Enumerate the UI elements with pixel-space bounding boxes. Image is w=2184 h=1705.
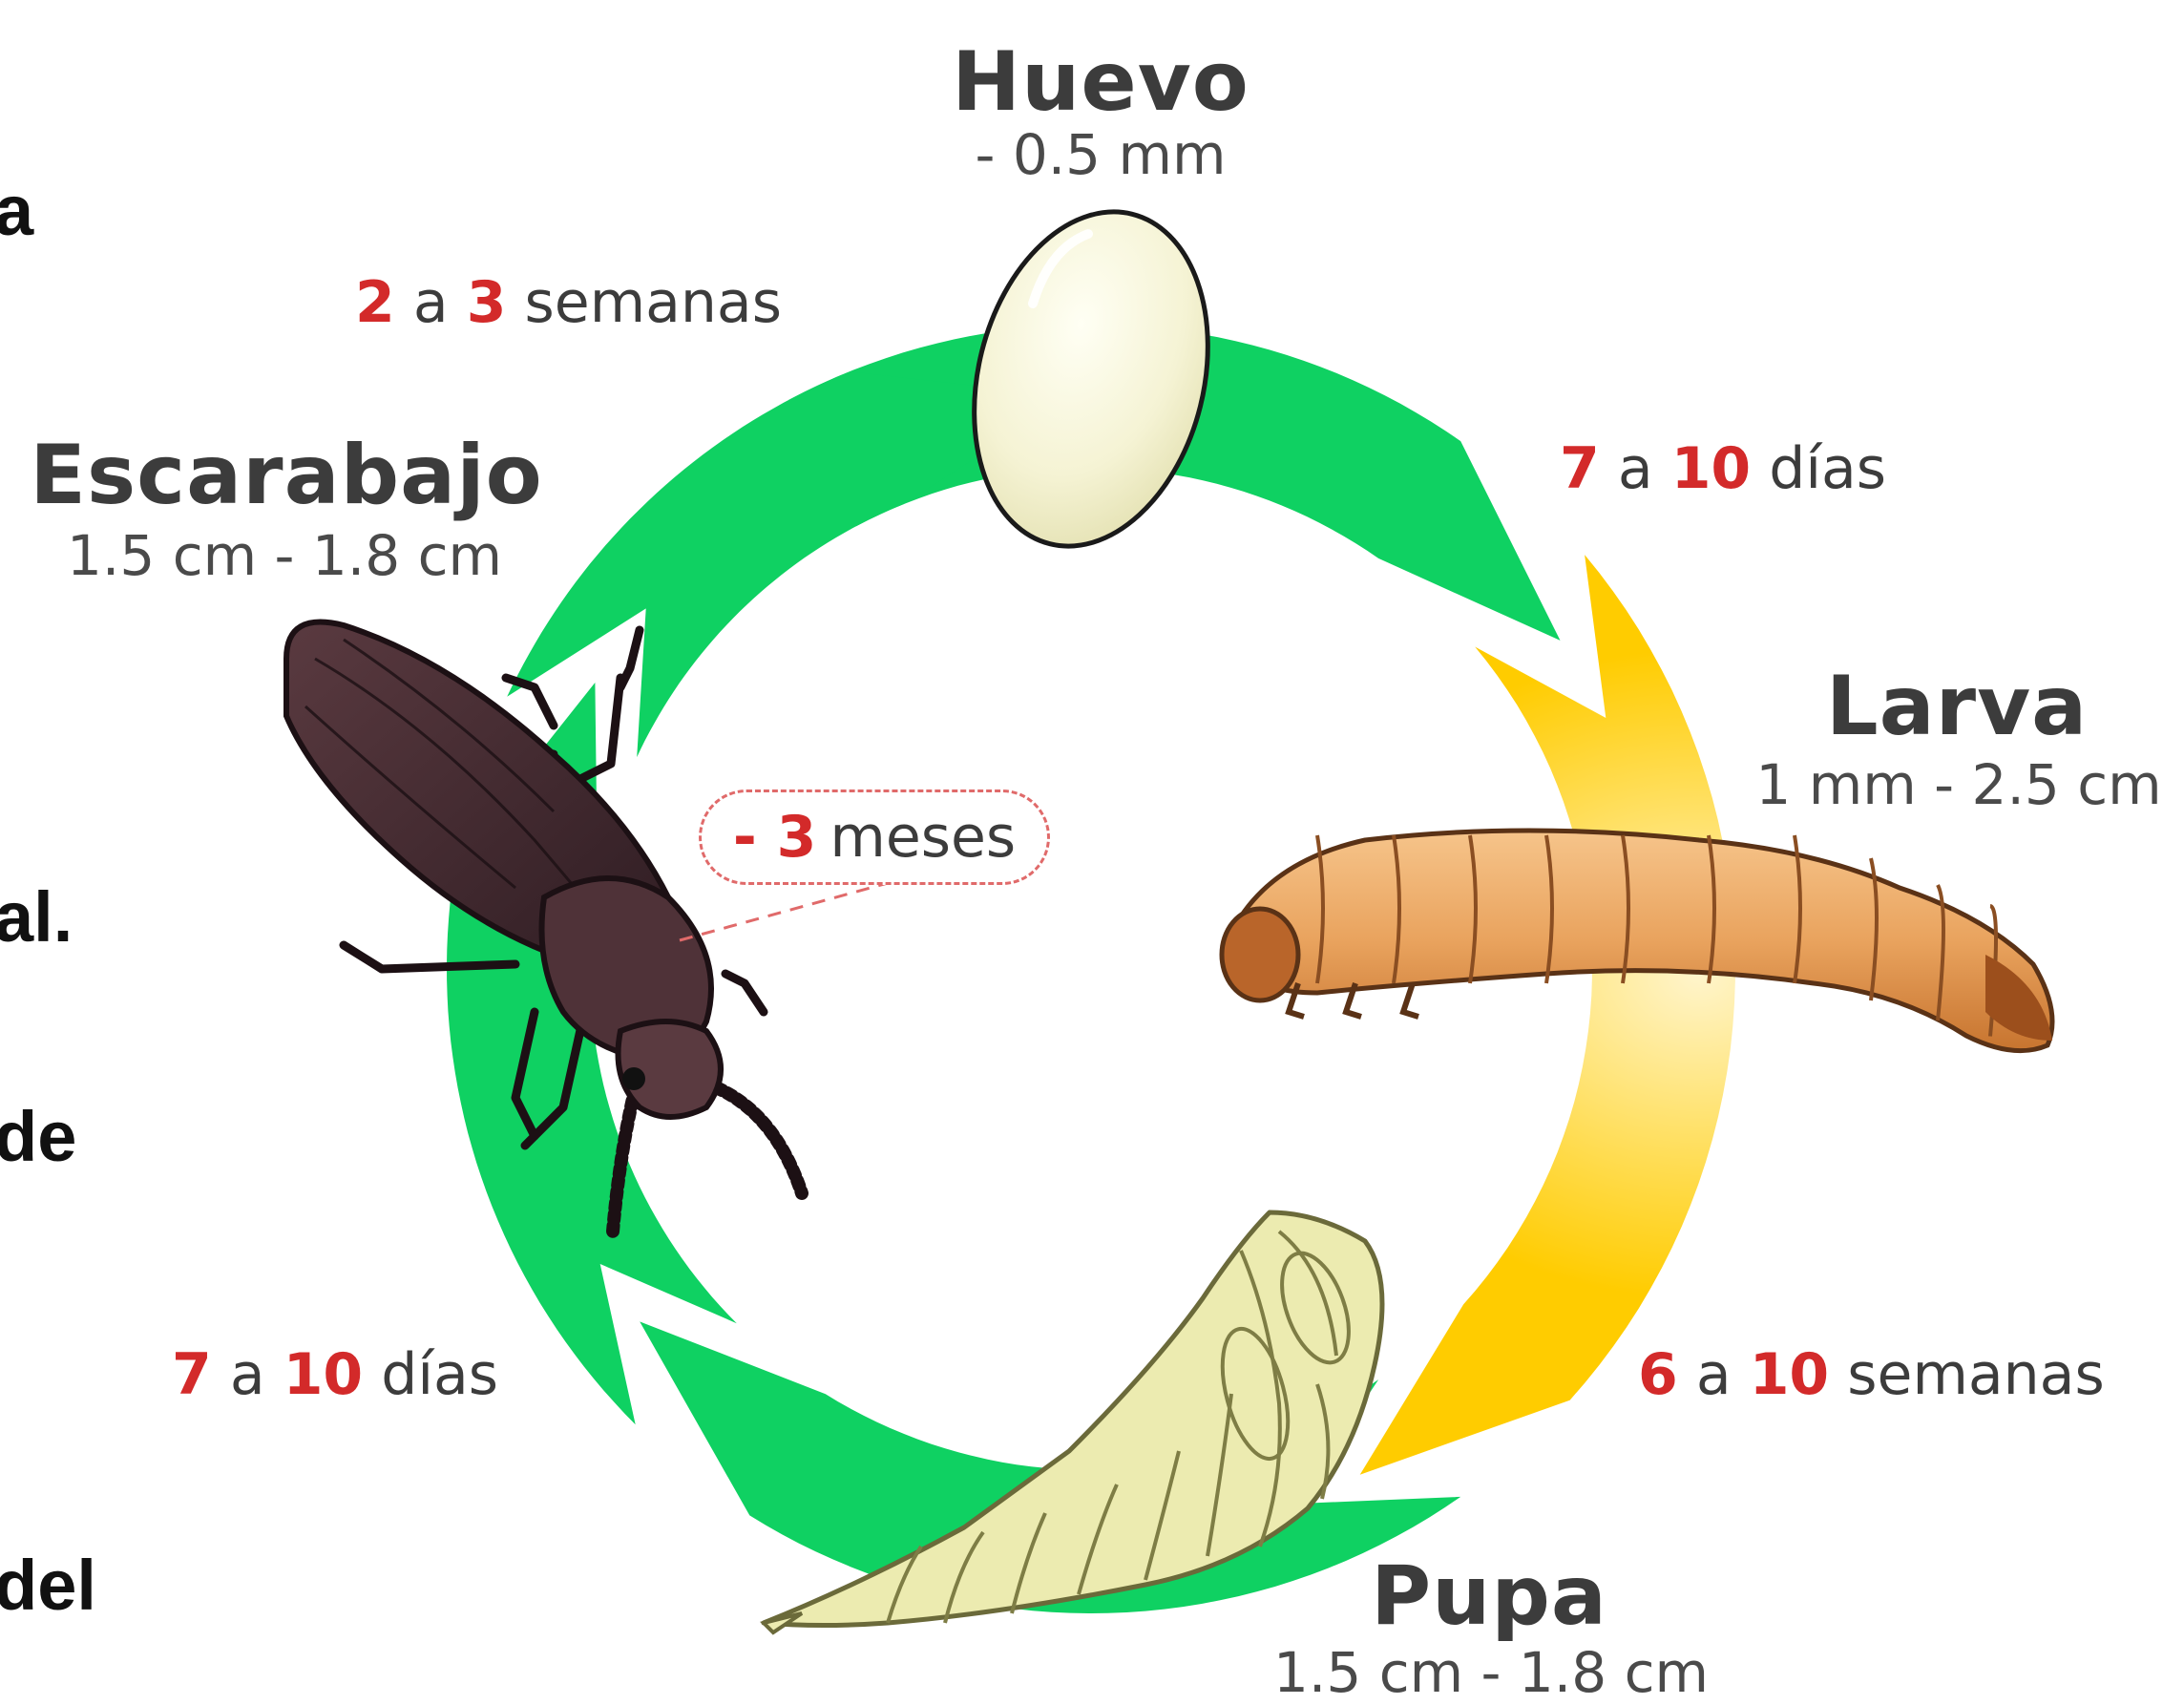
larva-segment-line <box>1936 884 1945 1021</box>
larva-leg <box>1342 982 1362 1020</box>
duration-to: 10 <box>283 1341 364 1408</box>
pupa-illustration <box>760 1210 1385 1635</box>
duration-sep: a <box>1695 1341 1732 1408</box>
larva-segment-line <box>1621 834 1630 984</box>
stage-name-larva: Larva <box>1825 659 2089 754</box>
duration-to: 10 <box>1670 435 1752 502</box>
duration-from: 7 <box>172 1341 212 1408</box>
duration-unit: semanas <box>524 269 782 336</box>
duration-to: 10 <box>1749 1341 1830 1408</box>
stage-size-beetle: 1.5 cm - 1.8 cm <box>67 523 502 588</box>
cropped-text-2: al. <box>0 877 74 957</box>
cropped-text-4: del <box>0 1546 96 1625</box>
stage-size-larva: 1 mm - 2.5 cm <box>1755 752 2162 817</box>
duration-from: 2 <box>355 269 395 336</box>
larva-leg <box>1399 982 1419 1020</box>
larva-segment-line <box>1315 834 1325 984</box>
larva-segment-line <box>1392 834 1401 984</box>
lifespan-number: - 3 <box>732 804 817 871</box>
larva-segment-line <box>1707 834 1716 984</box>
larva-segment-line <box>1793 834 1802 984</box>
stage-name-egg: Huevo <box>952 34 1250 130</box>
larva-segment-line <box>1468 834 1478 984</box>
stage-size-pupa: 1.5 cm - 1.8 cm <box>1273 1640 1709 1705</box>
duration-from: 7 <box>1560 435 1600 502</box>
duration-unit: días <box>1769 435 1887 502</box>
stage-name-beetle: Escarabajo <box>30 428 543 523</box>
duration-beetle-to-egg: 2 a 3 semanas <box>355 269 782 336</box>
larva-segment-line <box>1544 834 1554 984</box>
duration-to: 3 <box>466 269 507 336</box>
duration-sep: a <box>229 1341 265 1408</box>
larva-leg <box>1285 982 1305 1020</box>
arrow-beetle-to-egg <box>507 371 1072 758</box>
duration-unit: días <box>381 1341 499 1408</box>
stage-name-pupa: Pupa <box>1371 1548 1607 1644</box>
larva-tail <box>1985 955 2052 1041</box>
stage-size-egg: - 0.5 mm <box>975 122 1227 187</box>
duration-sep: a <box>412 269 449 336</box>
larva-body <box>1238 828 2055 1054</box>
egg-illustration <box>972 209 1210 549</box>
cropped-text-1: a <box>0 171 34 250</box>
adult-lifespan-callout: - 3 meses <box>699 789 1050 885</box>
duration-from: 6 <box>1638 1341 1678 1408</box>
beetle-illustration <box>284 619 889 1238</box>
larva-head <box>1219 906 1301 1003</box>
duration-unit: semanas <box>1847 1341 2105 1408</box>
larva-illustration <box>1219 828 2055 1054</box>
cropped-text-3: de <box>0 1097 77 1176</box>
larva-segment-line <box>1869 857 1879 1001</box>
lifespan-unit: meses <box>830 804 1017 871</box>
duration-pupa-to-beetle: 7 a 10 días <box>172 1341 498 1408</box>
duration-sep: a <box>1617 435 1653 502</box>
duration-larva-to-pupa: 6 a 10 semanas <box>1638 1341 2105 1408</box>
duration-egg-to-larva: 7 a 10 días <box>1560 435 1886 502</box>
